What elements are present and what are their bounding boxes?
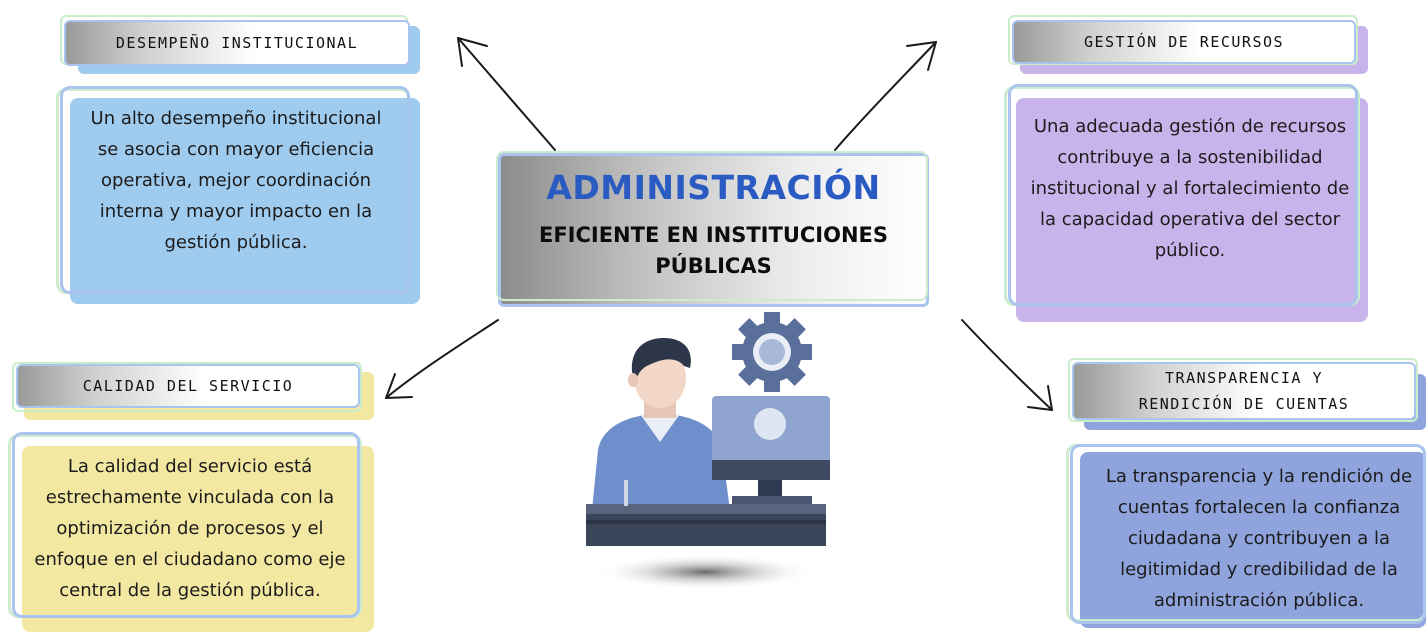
transparencia-text: La transparencia y la rendición de cuent… (1105, 465, 1413, 611)
transparencia-card (1080, 452, 1426, 628)
calidad-heading-text: CALIDAD DEL SERVICIO (82, 377, 294, 395)
recursos-card-frame-blue (1008, 84, 1358, 306)
recursos-card (1016, 98, 1368, 322)
transparencia-card-frame-blue (1070, 444, 1426, 624)
desempeno-card (70, 98, 420, 304)
person-hair (631, 338, 691, 380)
recursos-heading-outline (1008, 15, 1358, 65)
recursos-heading: GESTIÓN DE RECURSOS (1012, 20, 1356, 64)
transparencia-heading-line2: RENDICIÓN DE CUENTAS (1138, 395, 1350, 413)
transparencia-heading-line1: TRANSPARENCIA Y (1165, 369, 1323, 387)
main-subtitle-line1: EFICIENTE EN INSTITUCIONES (538, 223, 888, 247)
calidad-heading-outline (12, 362, 362, 412)
arrow-transparencia (961, 319, 1053, 411)
calidad-card (22, 446, 374, 632)
calidad-text: La calidad del servicio está estrechamen… (34, 455, 346, 601)
calidad-card-frame-blue (12, 432, 360, 618)
ground-shadow (595, 554, 815, 590)
desempeno-text: Un alto desempeño institucional se asoci… (90, 107, 382, 253)
office-worker-computer-gear-icon (586, 312, 830, 590)
center-title-box-outline (496, 151, 928, 301)
recursos-text: Una adecuada gestión de recursos contrib… (1030, 115, 1350, 261)
desempeno-heading-text: DESEMPEÑO INSTITUCIONAL (115, 34, 359, 52)
arrow-recursos (834, 41, 937, 151)
arrow-desempeno (457, 37, 556, 151)
transparencia-heading-outline (1068, 358, 1418, 422)
recursos-heading-text: GESTIÓN DE RECURSOS (1083, 33, 1285, 51)
arrow-calidad (385, 319, 499, 399)
gear-icon (732, 312, 812, 392)
desempeno-heading: DESEMPEÑO INSTITUCIONAL (64, 20, 410, 66)
main-subtitle: EFICIENTE EN INSTITUCIONES PÚBLICAS (498, 220, 929, 282)
transparencia-heading: TRANSPARENCIA Y RENDICIÓN DE CUENTAS (1072, 362, 1416, 420)
center-title-box (498, 153, 929, 307)
main-title: ADMINISTRACIÓN (546, 168, 881, 207)
main-subtitle-line2: PÚBLICAS (655, 254, 772, 278)
calidad-heading: CALIDAD DEL SERVICIO (16, 364, 360, 408)
desempeno-card-frame-blue (60, 86, 410, 294)
